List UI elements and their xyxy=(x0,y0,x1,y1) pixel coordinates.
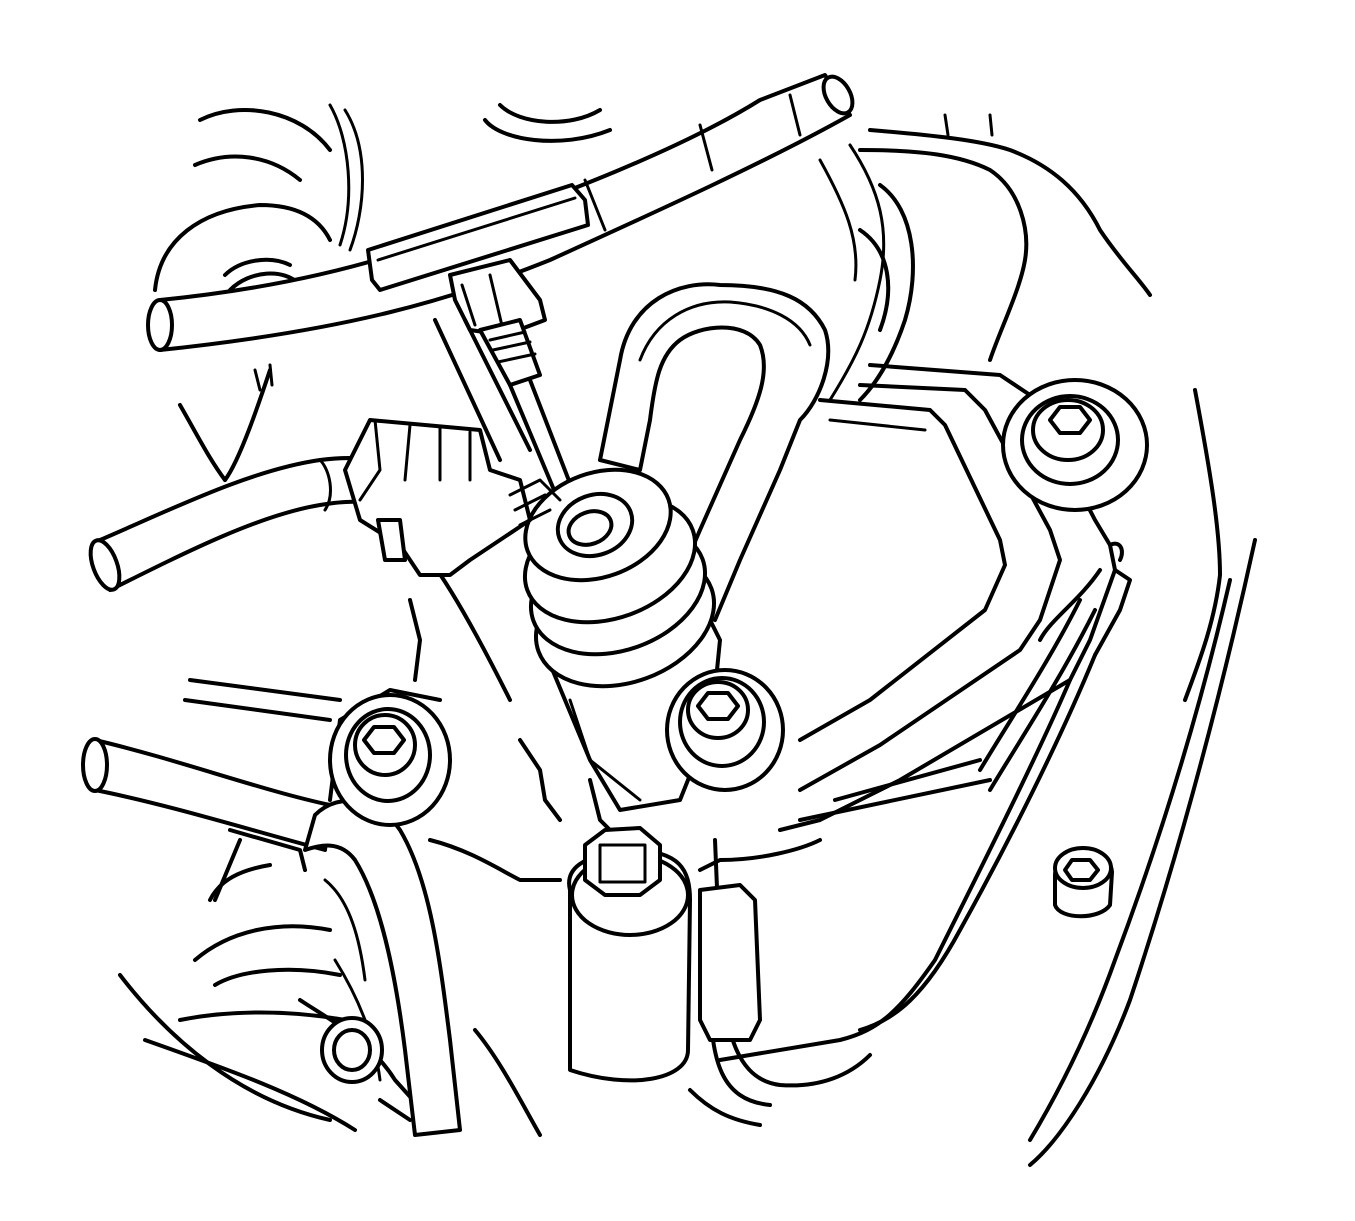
sensor-body xyxy=(522,467,722,812)
mounting-bracket xyxy=(328,363,1132,1062)
bracket-bolt-lower-middle xyxy=(665,668,785,792)
housing-bolt-right xyxy=(1053,846,1114,919)
electrical-connector xyxy=(343,418,562,577)
round-hole-bottom-left xyxy=(320,1016,384,1084)
tube-top-right xyxy=(698,838,872,1107)
hex-fitting-bottom xyxy=(567,826,692,1083)
tube-left-lower xyxy=(81,737,332,852)
tube-right-loop xyxy=(598,143,915,622)
tube-left-middle xyxy=(88,456,392,592)
bracket-bolt-upper-right xyxy=(1001,378,1149,512)
t-handle-tool xyxy=(366,183,590,337)
bracket-bolt-lower-left xyxy=(328,693,452,827)
hose-vertical xyxy=(303,798,462,1137)
